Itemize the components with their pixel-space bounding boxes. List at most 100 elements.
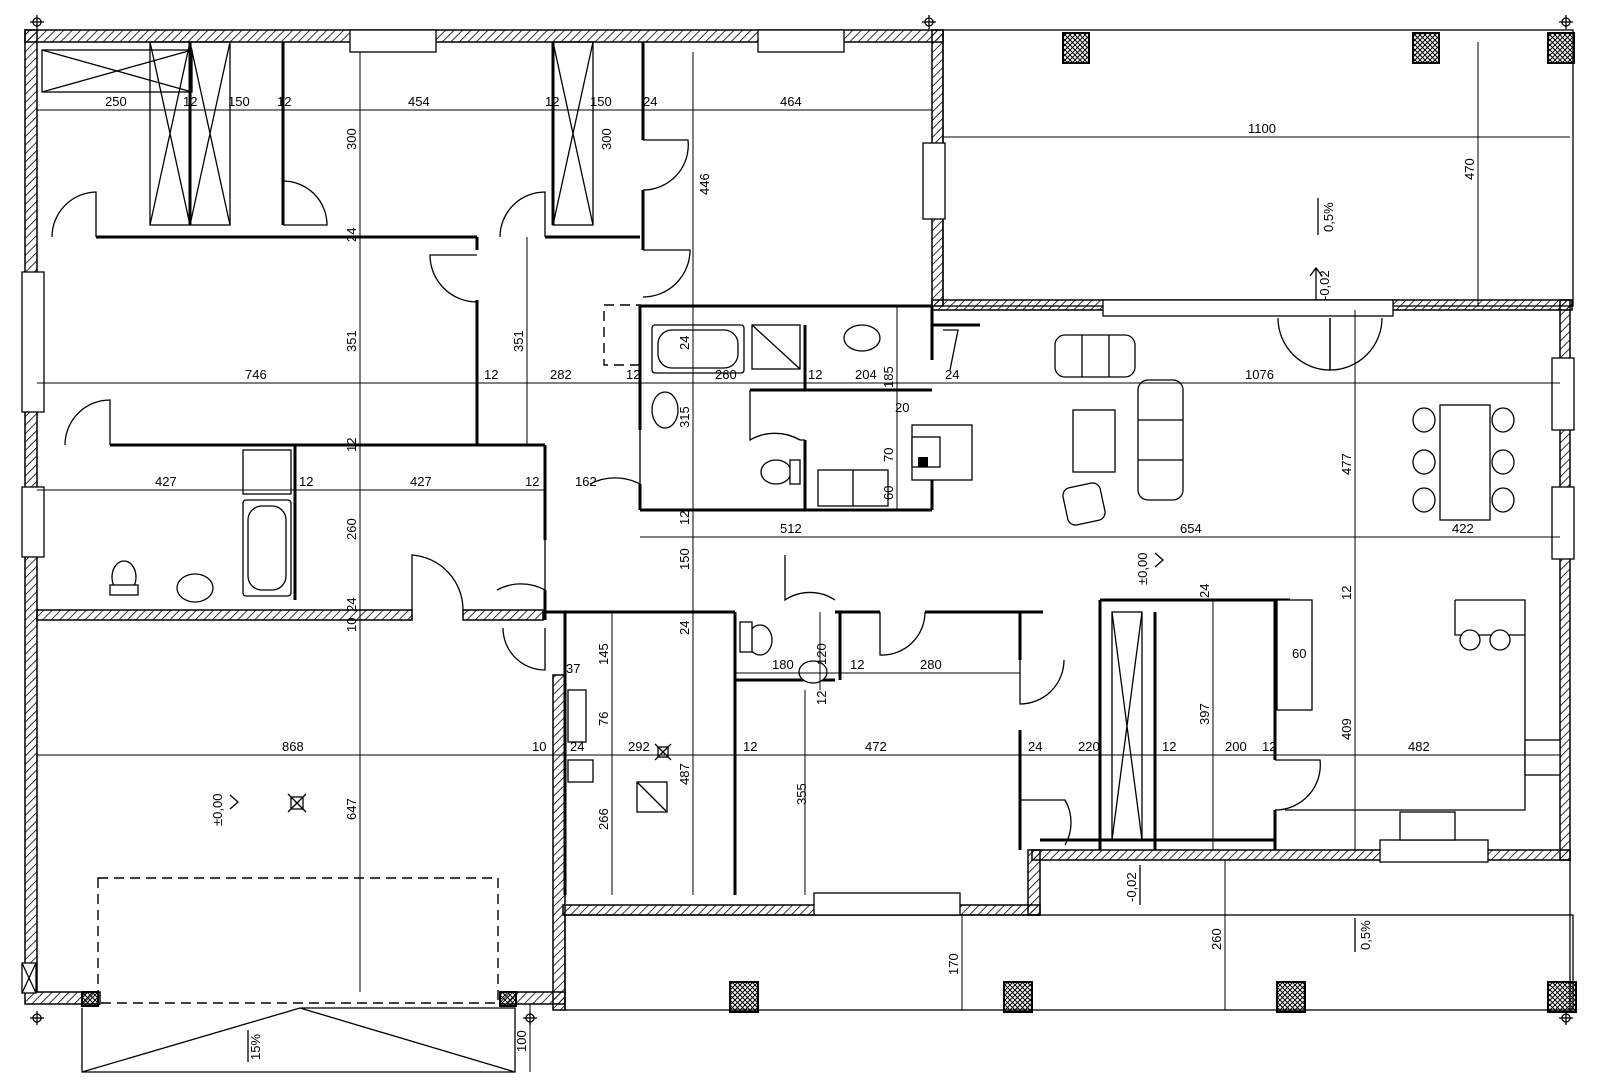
dim-label: 76 <box>596 712 611 726</box>
garage-door-outline <box>97 877 499 1004</box>
kitchen-counter-icon <box>1276 599 1561 841</box>
dim-label: 200 <box>1225 739 1247 754</box>
dim-label: 355 <box>794 783 809 805</box>
dim-label: 24 <box>677 621 692 635</box>
dining-table-icon <box>1412 404 1515 521</box>
dim-label: 10 <box>532 739 546 754</box>
dim-label: 24 <box>570 739 584 754</box>
level-mark: -0,02 <box>1124 872 1139 902</box>
dim-label: 37 <box>566 661 580 676</box>
dim-label: 12 <box>545 94 559 109</box>
dim-label: 12 <box>183 94 197 109</box>
dim-label: 12 <box>626 367 640 382</box>
dim-label: 487 <box>677 763 692 785</box>
dim-label: 185 <box>881 366 896 388</box>
shower-icon <box>242 324 801 495</box>
dim-label: 150 <box>590 94 612 109</box>
dim-label: 280 <box>920 657 942 672</box>
windows <box>21 29 1575 916</box>
slope-mark: 15% <box>248 1034 263 1060</box>
dim-label: 170 <box>946 953 961 975</box>
dim-label: 12 <box>677 511 692 525</box>
coffee-table-icon <box>1072 409 1116 473</box>
dim-label: 12 <box>1339 586 1354 600</box>
columns <box>81 32 1577 1013</box>
dim-label: 250 <box>105 94 127 109</box>
dim-label: 60 <box>1292 646 1306 661</box>
dim-label: 647 <box>344 798 359 820</box>
slope-mark: 0,5% <box>1321 202 1336 232</box>
dim-label: 746 <box>245 367 267 382</box>
dim-label: 446 <box>697 173 712 195</box>
dim-label: 24 <box>344 228 359 242</box>
driveway-ramp <box>81 1007 516 1073</box>
dim-label: 351 <box>344 330 359 352</box>
dim-label: 868 <box>282 739 304 754</box>
armchair-icon <box>1062 482 1106 526</box>
dim-label: 180 <box>772 657 794 672</box>
dim-label: 150 <box>677 548 692 570</box>
dim-label: 427 <box>155 474 177 489</box>
level-mark: -0,02 <box>1317 270 1332 300</box>
dim-label: 12 <box>814 691 829 705</box>
washbasin-icon <box>176 324 881 684</box>
slope-marks: 0,5% 0,5% 15% <box>247 198 1373 1062</box>
dim-label: 12 <box>299 474 313 489</box>
level-mark: ±0,00 <box>210 794 225 826</box>
fixtures <box>21 41 1561 1073</box>
slope-mark: 0,5% <box>1358 920 1373 950</box>
dim-label: 292 <box>628 739 650 754</box>
dim-label: 24 <box>1028 739 1042 754</box>
dim-label: 300 <box>599 128 614 150</box>
dim-label: 10 <box>344 618 359 632</box>
dim-label: 654 <box>1180 521 1202 536</box>
dim-label: 427 <box>410 474 432 489</box>
wardrobe-icon <box>41 41 1143 841</box>
doors <box>51 139 1383 846</box>
dimension-lines <box>37 42 1570 1072</box>
dim-label: 12 <box>525 474 539 489</box>
level-mark: ±0,00 <box>1135 553 1150 585</box>
dim-label: 260 <box>1209 928 1224 950</box>
level-marks: -0,02 ±0,00 ±0,00 -0,02 <box>210 266 1332 905</box>
dim-label: 351 <box>511 330 526 352</box>
vertical-dimension-labels: 300 24 351 12 260 24 10 647 351 300 446 … <box>344 128 1477 1052</box>
dim-label: 12 <box>743 739 757 754</box>
dim-label: 70 <box>881 448 896 462</box>
toilet-icon <box>109 459 801 656</box>
boiler-icon <box>567 689 587 743</box>
ceiling-light-icon <box>654 743 672 761</box>
dim-label: 12 <box>1262 739 1276 754</box>
sofa-icon <box>1054 334 1184 501</box>
dim-label: 260 <box>344 518 359 540</box>
dim-label: 20 <box>895 400 909 415</box>
dim-label: 24 <box>945 367 959 382</box>
dim-label: 60 <box>881 486 896 500</box>
dim-label: 482 <box>1408 739 1430 754</box>
dim-label: 12 <box>808 367 822 382</box>
dim-label: 472 <box>865 739 887 754</box>
dim-label: 1100 <box>1248 121 1276 136</box>
dim-label: 422 <box>1452 521 1474 536</box>
dim-label: 315 <box>677 406 692 428</box>
dim-label: 512 <box>780 521 802 536</box>
dim-label: 12 <box>484 367 498 382</box>
wardrobe-outline <box>603 304 641 366</box>
dim-label: 12 <box>1162 739 1176 754</box>
dim-label: 12 <box>850 657 864 672</box>
dim-label: 150 <box>228 94 250 109</box>
dim-label: 397 <box>1197 703 1212 725</box>
interior-partitions <box>96 42 1290 895</box>
dim-label: 282 <box>550 367 572 382</box>
dim-label: 12 <box>344 438 359 452</box>
dim-label: 409 <box>1339 718 1354 740</box>
dim-label: 12 <box>277 94 291 109</box>
dim-label: 454 <box>408 94 430 109</box>
dim-label: 220 <box>1078 739 1100 754</box>
dim-label: 266 <box>596 808 611 830</box>
dim-label: 24 <box>677 336 692 350</box>
dim-label: 464 <box>780 94 802 109</box>
dim-label: 162 <box>575 474 597 489</box>
dim-label: 120 <box>814 643 829 665</box>
